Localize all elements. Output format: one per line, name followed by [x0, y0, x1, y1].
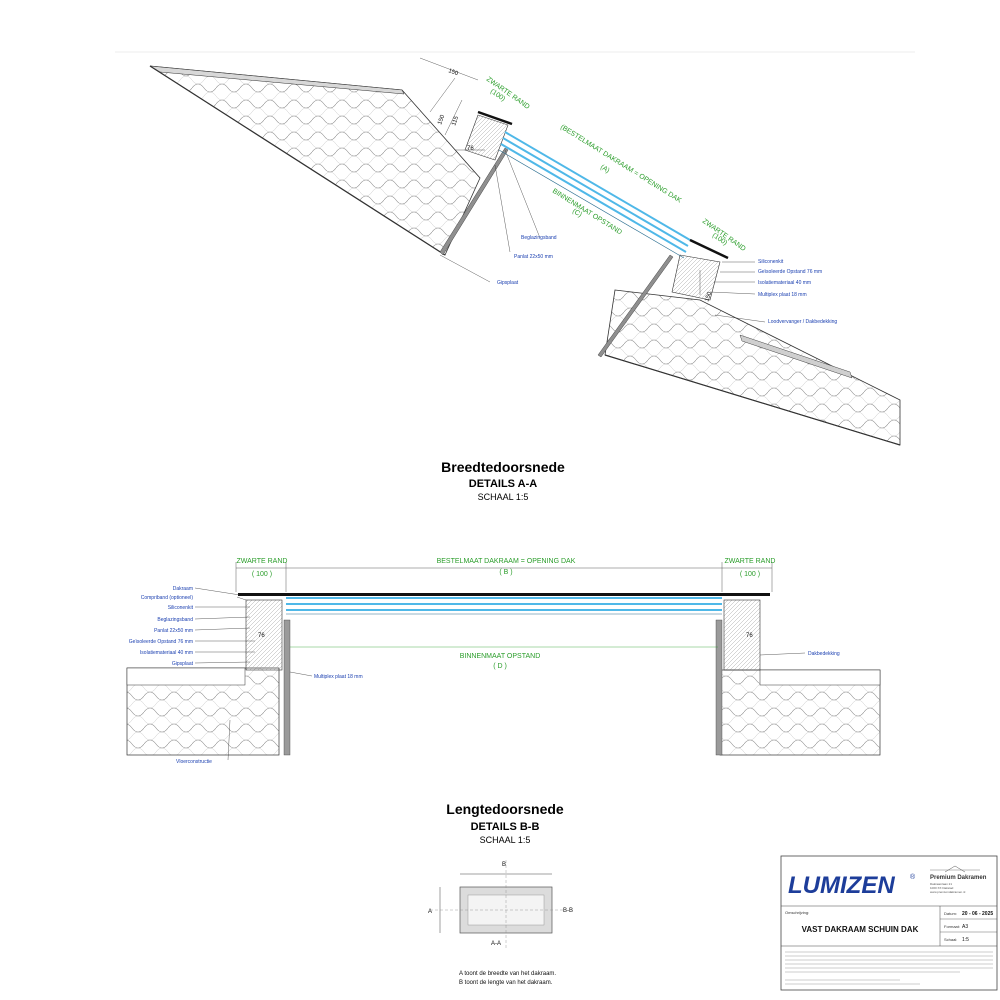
upper-plasterboard [439, 147, 509, 256]
a-binnenmaat-code: (C) [571, 208, 583, 219]
lumizen-logo: LUMIZEN [788, 872, 895, 899]
b-label-multiplex: Multiplex plaat 18 mm [314, 674, 363, 680]
a-label-opstand: Geïsoleerde Opstand 76 mm [758, 269, 822, 275]
scale-value: 1:5 [962, 937, 969, 943]
key-aa-label: A-A [491, 941, 501, 947]
b-zwarte-rand-right: ZWARTE RAND [725, 558, 776, 565]
b-label-gipsplaat: Gipsplaat [172, 661, 194, 667]
right-floor-top [759, 669, 881, 686]
b-label-panlat: Panlat 22x50 mm [154, 628, 193, 634]
left-floor-top [126, 667, 246, 686]
b-label-beglazingsband: Beglazingsband [157, 617, 193, 623]
format-label: Formaat: [944, 924, 960, 929]
b-label-compriband: Compriband (optioneel) [141, 595, 194, 601]
b-zwarte-rand-left: ZWARTE RAND [237, 558, 288, 565]
b-bestelmaat-code: ( B ) [499, 569, 512, 576]
dimension-lines-b [194, 562, 806, 761]
b-left-labels: Dakraam Compriband (optioneel) Siliconen… [129, 586, 194, 667]
b-zwarte-rand-left-val: ( 100 ) [252, 571, 272, 578]
title-block [780, 855, 998, 991]
a-label-siliconenkit: Siliconenkit [758, 259, 784, 265]
section-a-title: Breedtedoorsnede [441, 459, 565, 475]
dim-150-right: 150 [704, 291, 713, 303]
a-bestelmaat-code: (A) [599, 164, 611, 175]
b-zwarte-rand-right-val: ( 100 ) [740, 571, 760, 578]
scale-label: Schaal: [944, 937, 957, 942]
section-a-drawing [149, 57, 901, 446]
dim-115: 115 [451, 115, 460, 127]
address-2: 1000 XX Dakstad [930, 886, 954, 890]
b-bestelmaat: BESTELMAAT DAKRAAM = OPENING DAK [437, 558, 576, 565]
upper-roof-insulation [149, 65, 481, 256]
b-binnenmaat: BINNENMAAT OPSTAND [460, 653, 541, 660]
lower-plasterboard [597, 254, 674, 358]
disclaimer-lines [785, 951, 993, 985]
key-note-2: B toont de lengte van het dakraam. [459, 980, 553, 986]
key-bb-label: B-B [563, 908, 573, 914]
upstand-left-b [245, 599, 283, 671]
section-b-subtitle: DETAILS B-B [471, 821, 540, 833]
section-b-title: Lengtedoorsnede [446, 801, 564, 817]
key-b-label: B [502, 862, 506, 868]
product-name: VAST DAKRAAM SCHUIN DAK [802, 925, 919, 934]
a-label-gipsplaat: Gipsplaat [497, 280, 519, 286]
a-bestelmaat: (BESTELMAAT DAKRAAM = OPENING DAK [559, 124, 683, 205]
upstand-upper [464, 114, 509, 161]
section-b-scale: SCHAAL 1:5 [480, 835, 531, 845]
lower-roof-covering [739, 334, 853, 379]
section-b-drawing [126, 562, 881, 761]
upstand-right-b [723, 599, 761, 671]
lower-roof-underside [604, 354, 901, 446]
key-note-1: A toont de breedte van het dakraam. [459, 971, 556, 977]
upper-roof-underside [149, 65, 446, 256]
dim-150-top: 150 [447, 68, 459, 77]
brand-name: Premium Dakramen [930, 875, 987, 881]
b-dim-76-right: 76 [746, 633, 753, 639]
key-a-label: A [428, 909, 432, 915]
dim-76: 76 [467, 146, 474, 152]
upstand-lower [671, 254, 721, 301]
format-value: A3 [962, 924, 968, 930]
address-3: www.premiumdakramen.nl [930, 890, 966, 894]
a-label-isolatie: Isolatiemateriaal 40 mm [758, 280, 811, 286]
section-a-scale: SCHAAL 1:5 [478, 492, 529, 502]
b-label-opstand: Geïsoleerde Opstand 76 mm [129, 639, 193, 645]
desc-label: Omschrijving: [785, 910, 809, 915]
multiplex-right [715, 619, 723, 756]
glazing-b [238, 593, 770, 615]
b-label-siliconenkit: Siliconenkit [168, 605, 194, 611]
b-label-isolatie: Isolatiemateriaal 40 mm [140, 650, 193, 656]
date-label: Datum: [944, 911, 957, 916]
key-diagram [430, 860, 565, 948]
b-label-vloerconstructie: Vloerconstructie [176, 759, 212, 765]
b-label-dakraam: Dakraam [173, 586, 193, 592]
b-dim-76-left: 76 [258, 633, 265, 639]
date-value: 20 - 06 - 2025 [962, 911, 993, 917]
dimension-lines-a [419, 57, 766, 323]
multiplex-left [283, 619, 291, 756]
section-a-subtitle: DETAILS A-A [469, 478, 537, 490]
a-label-panlat: Panlat 22x50 mm [514, 254, 553, 260]
a-label-loodvervanger: Loodvervanger / Dakbedekking [768, 319, 837, 325]
address-1: Dakraamlaan 21 [930, 882, 952, 886]
a-label-beglazingsband: Beglazingsband [521, 235, 557, 241]
a-label-multiplex: Multiplex plaat 18 mm [758, 292, 807, 298]
dim-150-side: 150 [437, 114, 446, 126]
logo-reg: ® [910, 873, 916, 881]
glazing-a [477, 110, 729, 260]
lower-roof-insulation [604, 289, 901, 446]
b-binnenmaat-code: ( D ) [493, 663, 507, 670]
b-label-dakbedekking: Dakbedekking [808, 651, 840, 657]
